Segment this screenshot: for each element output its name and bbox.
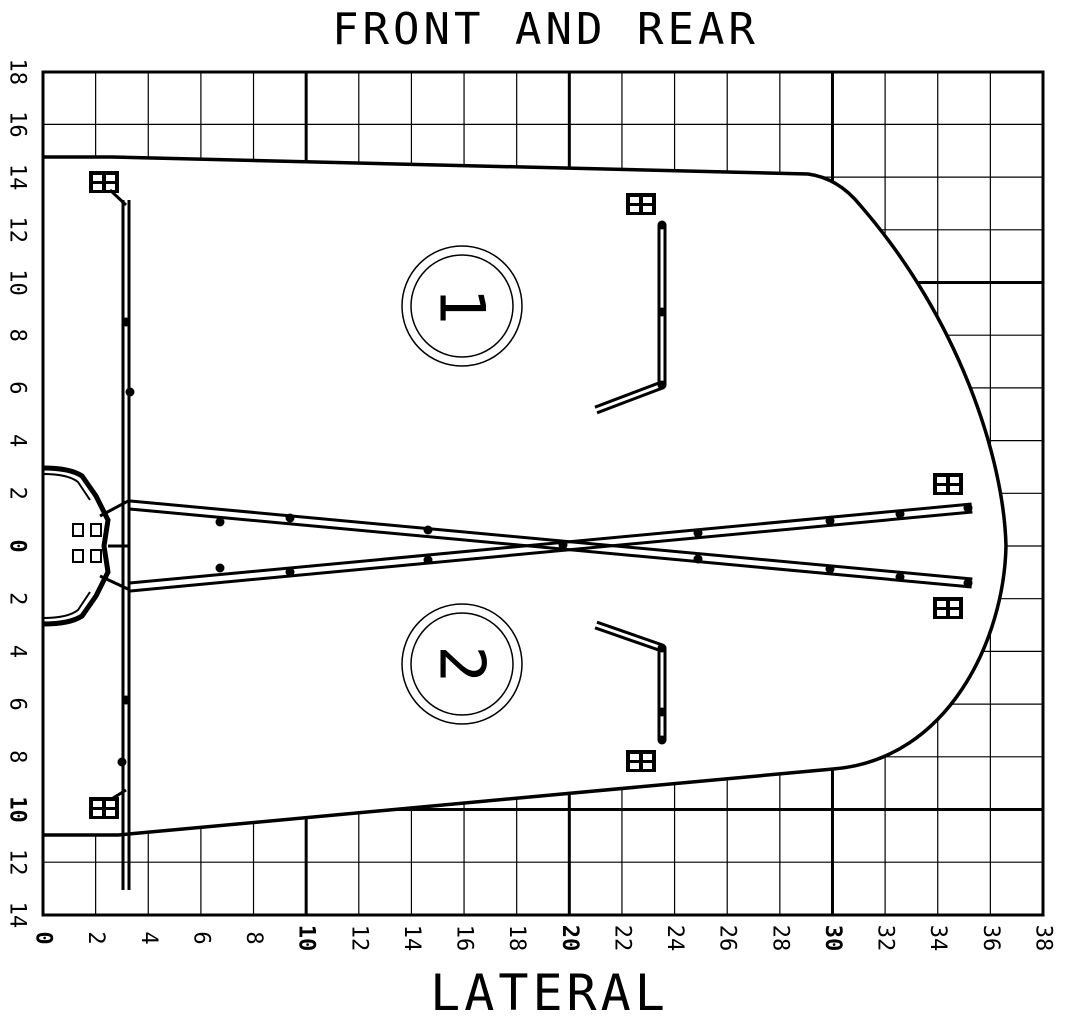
- zone-2-outer-ring: [401, 603, 523, 725]
- x-tick-label: 8: [241, 931, 266, 944]
- y-tick-label: 14: [5, 164, 30, 191]
- zone-1-inner-ring: [410, 254, 514, 358]
- x-tick-label: 28: [767, 925, 792, 952]
- zone-1-label: 1: [426, 287, 499, 324]
- x-tick-label: 12: [346, 925, 371, 952]
- chassis-front: [42, 465, 111, 627]
- y-tick-label: 6: [5, 381, 30, 394]
- y-tick-label: 4: [5, 645, 30, 658]
- boom-upper-to-lower: [129, 507, 972, 589]
- zone-2-label: 2: [426, 645, 499, 682]
- y-tick-label: 8: [5, 750, 30, 763]
- y-tick-label: 8: [5, 329, 30, 342]
- x-tick-label: 18: [504, 925, 529, 952]
- working-envelope: [41, 72, 1008, 915]
- diagram-title-front-and-rear: FRONT AND REAR: [332, 4, 759, 55]
- x-tick-label: 20: [557, 925, 582, 952]
- y-tick-label: 0: [5, 539, 30, 552]
- boom-lower-to-upper: [130, 510, 973, 593]
- diagram-title-lateral: LATERAL: [430, 964, 669, 1022]
- y-tick-label: 14: [5, 902, 30, 929]
- x-tick-label: 4: [136, 931, 161, 944]
- x-tick-label: 10: [294, 925, 319, 952]
- x-tick-label: 14: [399, 925, 424, 952]
- x-tick-label: 36: [978, 925, 1003, 952]
- x-tick-label: 38: [1031, 925, 1056, 952]
- x-tick-label: 6: [188, 931, 213, 944]
- y-tick-label: 4: [5, 434, 30, 447]
- envelope-outline: [43, 155, 1008, 837]
- x-tick-label: 24: [662, 925, 687, 952]
- y-tick-label: 10: [5, 269, 30, 296]
- y-tick-label: 10: [5, 796, 30, 823]
- front-right-arm: [594, 380, 662, 409]
- x-tick-label: 26: [715, 925, 740, 952]
- zone-markers: 12: [401, 245, 523, 725]
- rear-right-arm: [596, 620, 664, 647]
- x-tick-label: 22: [609, 925, 634, 952]
- zone-1-outer-ring: [401, 245, 523, 367]
- y-tick-label: 12: [5, 217, 30, 244]
- x-tick-label: 16: [452, 925, 477, 952]
- y-tick-label: 2: [5, 592, 30, 605]
- y-tick-label: 18: [5, 58, 30, 85]
- envelope-fill: [43, 157, 1006, 835]
- x-tick-label: 2: [83, 931, 108, 944]
- y-tick-label: 16: [5, 111, 30, 137]
- x-tick-label: 32: [873, 925, 898, 952]
- y-tick-label: 6: [5, 697, 30, 710]
- y-tick-label: 12: [5, 849, 30, 876]
- x-tick-label: 34: [925, 925, 950, 952]
- y-tick-label: 2: [5, 487, 30, 500]
- x-tick-label: 0: [31, 931, 56, 944]
- x-tick-label: 30: [820, 925, 845, 952]
- zone-2-inner-ring: [410, 612, 514, 716]
- outrigger-mechanism: [42, 171, 973, 890]
